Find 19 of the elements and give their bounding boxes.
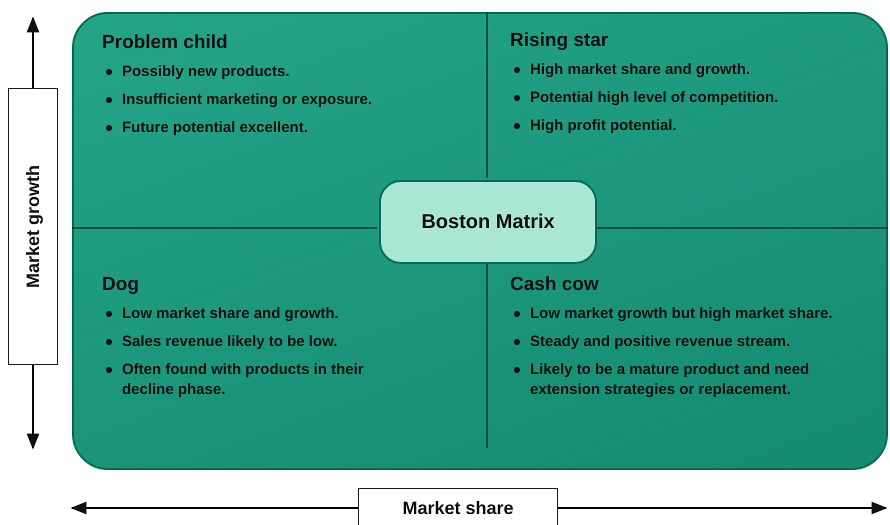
bullet-point: Future potential excellent. [122, 119, 308, 136]
quadrant-heading: Rising star [510, 30, 610, 52]
quadrant-heading: Problem child [102, 32, 229, 54]
bullet-point: Likely to be a mature product and need extension strategies or replacement. [530, 361, 810, 398]
center-label: Boston Matrix [379, 180, 597, 264]
axis-label: Market share [358, 488, 558, 525]
quadrant-heading: Cash cow [510, 274, 600, 296]
bullet-point: Often found with products in their decline phase. [122, 361, 364, 398]
axis-label: Market growth [8, 88, 58, 365]
bullet-point: Possibly new products. [122, 63, 290, 80]
bullet-point: Low market growth but high market share. [530, 305, 833, 322]
bullet-point: Sales revenue likely to be low. [122, 333, 338, 350]
bullet-point: Steady and positive revenue stream. [530, 333, 790, 350]
bullet-point: Potential high level of competition. [530, 89, 778, 106]
bullet-point: High profit potential. [530, 117, 677, 134]
bullet-point: High market share and growth. [530, 61, 750, 78]
bullet-point: Low market share and growth. [122, 305, 339, 322]
quadrant-heading: Dog [102, 274, 140, 296]
bullet-point: Insufficient marketing or exposure. [122, 91, 372, 108]
